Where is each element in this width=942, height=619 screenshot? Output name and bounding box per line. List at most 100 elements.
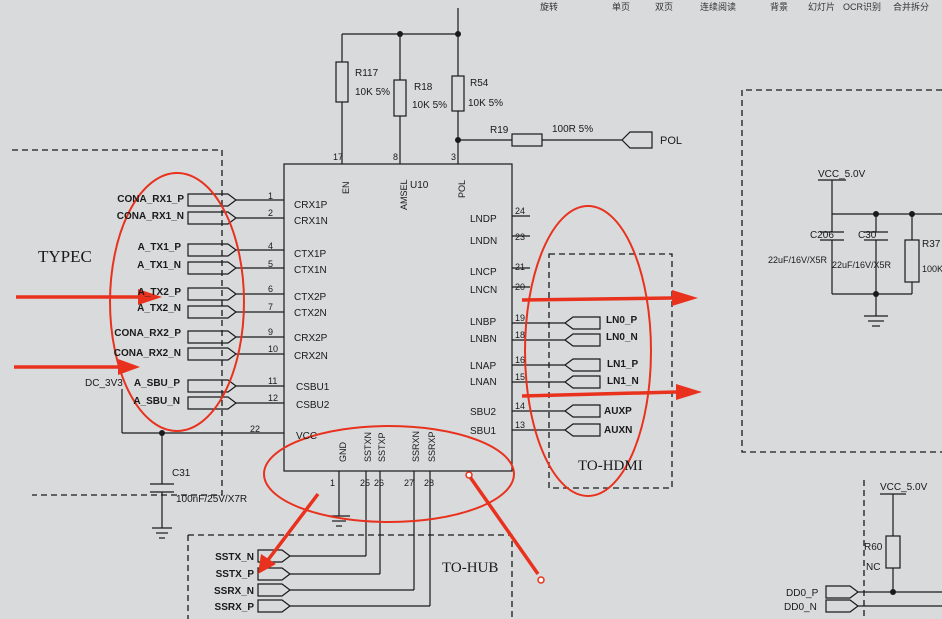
pin-name-amsel: AMSEL bbox=[399, 179, 409, 210]
resistor-r117 bbox=[335, 61, 349, 103]
net-label: SSTX_N bbox=[215, 552, 254, 563]
net-label: SSRX_N bbox=[214, 586, 254, 597]
res-ref: R37 bbox=[922, 239, 941, 250]
r117-value: 10K 5% bbox=[355, 87, 390, 98]
typec-label: TYPEC bbox=[38, 247, 92, 266]
r54-ref: R54 bbox=[470, 78, 489, 89]
pin-name: CSBU1 bbox=[296, 382, 330, 393]
chip-u10-body bbox=[283, 163, 513, 472]
pin-name: CTX2P bbox=[294, 292, 327, 303]
pin-num: 16 bbox=[515, 355, 525, 365]
pin-num-en: 17 bbox=[333, 152, 343, 162]
pin-num: 20 bbox=[515, 282, 525, 292]
net-label: CONA_RX2_N bbox=[114, 348, 181, 359]
cap-value: 22uF/16V/X5R bbox=[832, 260, 892, 270]
r18-value: 10K 5% bbox=[412, 100, 447, 111]
pin-num: 21 bbox=[515, 262, 525, 272]
net-label: CONA_RX1_N bbox=[117, 211, 184, 222]
net-label: SSTX_P bbox=[216, 569, 255, 580]
c31-ref: C31 bbox=[172, 468, 191, 479]
toolbar-item-single-page[interactable]: 单页 bbox=[612, 2, 631, 12]
pin-name: LNAN bbox=[470, 377, 497, 388]
right-net-ports bbox=[564, 316, 601, 437]
pin-num: 18 bbox=[515, 330, 525, 340]
net-label: DD0_P bbox=[786, 588, 819, 599]
hub-label: TO-HUB bbox=[442, 560, 498, 576]
pin-name-pol: POL bbox=[457, 180, 467, 198]
resistor-r54 bbox=[451, 75, 465, 112]
pin-num: 9 bbox=[268, 327, 273, 337]
pin-name: CTX1N bbox=[294, 265, 327, 276]
net-label: A_TX1_N bbox=[137, 260, 181, 271]
net-label: LN1_N bbox=[607, 376, 639, 387]
net-label: LN0_P bbox=[606, 315, 637, 326]
hdmi-group-box bbox=[548, 253, 673, 489]
toolbar-item-slideshow[interactable]: 幻灯片 bbox=[808, 2, 836, 12]
pin-num: 2 bbox=[268, 208, 273, 218]
net-label: LN1_P bbox=[607, 359, 638, 370]
net-label: A_SBU_P bbox=[134, 378, 180, 389]
pin-name: SSRXP bbox=[427, 431, 437, 462]
pin-name: SSTXN bbox=[363, 432, 373, 462]
left-net-ports bbox=[187, 193, 237, 410]
toolbar-item-continuous[interactable]: 连续阅读 bbox=[700, 2, 737, 12]
pin-num: 10 bbox=[268, 344, 278, 354]
pin-name: CRX1N bbox=[294, 216, 328, 227]
pin-num: 25 bbox=[360, 478, 370, 488]
net-label: A_TX2_N bbox=[137, 303, 181, 314]
pol-port bbox=[621, 131, 653, 149]
pin-num: 14 bbox=[515, 401, 525, 411]
pin-name: LNCN bbox=[470, 285, 497, 296]
cap-ref: C206 bbox=[810, 230, 834, 241]
pol-label: POL bbox=[660, 135, 682, 147]
net-label: SSRX_P bbox=[215, 602, 255, 613]
pin-name: LNDP bbox=[470, 214, 497, 225]
pin-num: 12 bbox=[268, 393, 278, 403]
net-label: A_TX1_P bbox=[138, 242, 182, 253]
net-label: A_TX2_P bbox=[138, 287, 182, 298]
junction-dots bbox=[159, 31, 915, 595]
pin-num: 23 bbox=[515, 232, 525, 242]
resistor-r18 bbox=[393, 79, 407, 117]
pin-num: 24 bbox=[515, 206, 525, 216]
net-label: A_SBU_N bbox=[133, 396, 180, 407]
toolbar-item-background[interactable]: 背景 bbox=[770, 2, 789, 12]
toolbar-item-rotate[interactable]: 旋转 bbox=[540, 2, 559, 12]
net-label: CONA_RX1_P bbox=[117, 194, 184, 205]
pin-num: 19 bbox=[515, 313, 525, 323]
annotation-ellipse-bottom bbox=[263, 425, 515, 523]
r18-ref: R18 bbox=[414, 82, 433, 93]
right-group-box bbox=[741, 89, 942, 453]
pin-name: CRX2N bbox=[294, 351, 328, 362]
pin-name: LNAP bbox=[470, 361, 496, 372]
toolbar-item-ocr[interactable]: OCR识别 bbox=[843, 2, 881, 12]
toolbar-item-double-page[interactable]: 双页 bbox=[655, 2, 674, 12]
pin-num: 1 bbox=[330, 478, 335, 488]
cap-ref: C30 bbox=[858, 230, 877, 241]
hdmi-label: TO-HDMI bbox=[578, 458, 643, 474]
pin-num-amsel: 8 bbox=[393, 152, 398, 162]
pin-num: 7 bbox=[268, 302, 273, 312]
net-label: AUXP bbox=[604, 406, 632, 417]
pin-name: CSBU2 bbox=[296, 400, 330, 411]
net-label: AUXN bbox=[604, 425, 632, 436]
red-annotations bbox=[109, 172, 652, 523]
pin-num: 28 bbox=[424, 478, 434, 488]
pin-num: 11 bbox=[268, 376, 277, 386]
pin-num: 26 bbox=[374, 478, 384, 488]
resistor-r19 bbox=[511, 133, 543, 147]
pin-name-en: EN bbox=[341, 181, 351, 194]
pin-num: 15 bbox=[515, 372, 525, 382]
res-value: NC bbox=[866, 562, 880, 573]
typec-group-box bbox=[12, 149, 223, 496]
pin-name: LNBP bbox=[470, 317, 496, 328]
toolbar-item-merge-split[interactable]: 合并拆分 bbox=[893, 2, 930, 12]
hub-net-ports bbox=[257, 549, 291, 613]
pin-num: 6 bbox=[268, 284, 273, 294]
net-label: CONA_RX2_P bbox=[114, 328, 181, 339]
vcc-label: VCC_5.0V bbox=[818, 169, 866, 180]
pin-name: SSRXN bbox=[411, 431, 421, 462]
pin-name: CRX2P bbox=[294, 333, 328, 344]
annotation-ellipse-left bbox=[109, 172, 245, 432]
